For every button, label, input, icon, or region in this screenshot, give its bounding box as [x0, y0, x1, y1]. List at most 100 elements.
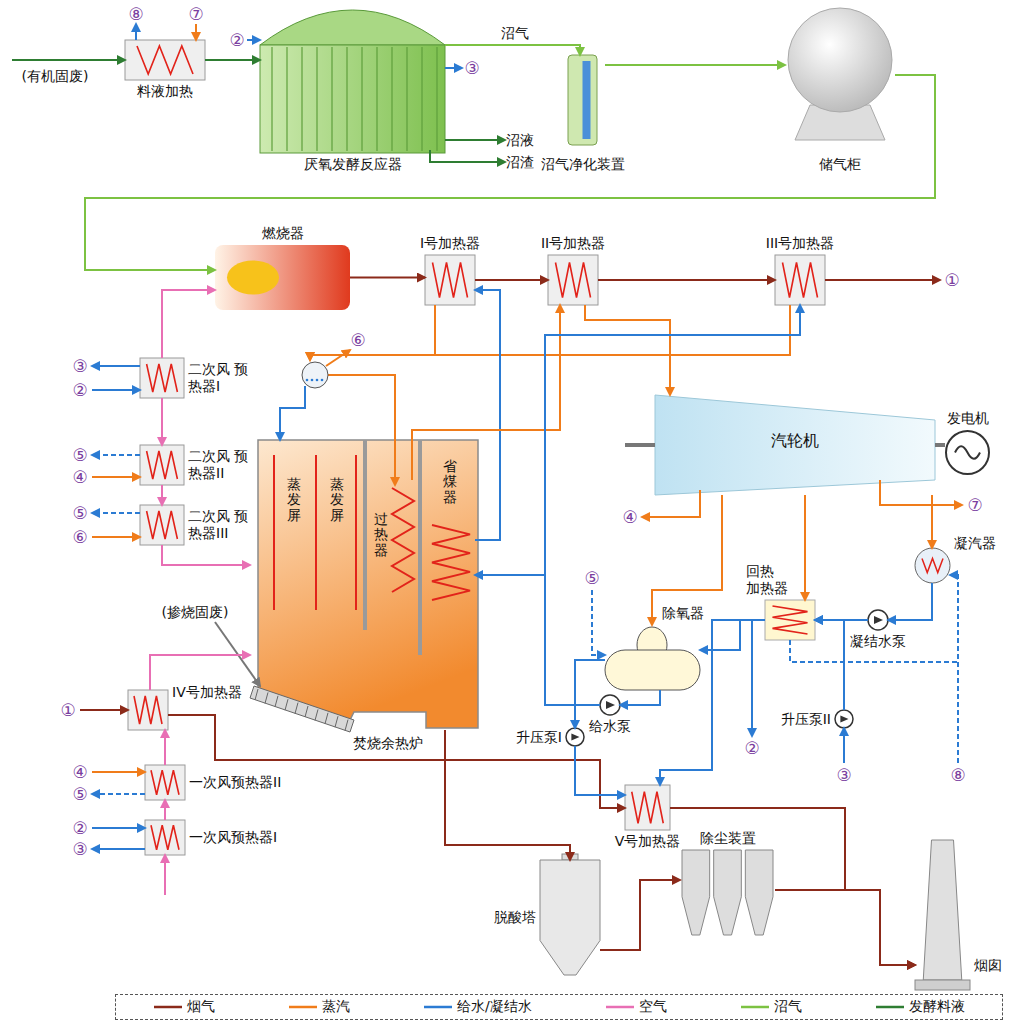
pipe-connector [815, 620, 844, 710]
pipe-line [625, 443, 655, 447]
holder-sphere [788, 8, 892, 112]
deacid-tower: 脱酸塔 [540, 860, 600, 975]
tank-rib [271, 47, 273, 151]
burner-flame [227, 261, 279, 295]
tank-rib [361, 47, 363, 151]
pipe-connector [445, 730, 570, 860]
pipe-connector [164, 730, 166, 765]
baffle-wall [363, 440, 367, 630]
pipe-line [247, 39, 260, 41]
filter-unit [682, 850, 710, 935]
heater-casing [775, 255, 825, 305]
grate-bar [265, 692, 268, 703]
pipe-connector [598, 279, 775, 281]
legend-item: 给水/凝结水 [423, 998, 532, 1016]
pipe-line [445, 139, 505, 141]
pump-arrow [606, 701, 615, 709]
evaporator-tube [355, 455, 357, 610]
legend-sample [605, 1002, 635, 1012]
heater-coil [147, 451, 178, 479]
pipe-line [135, 24, 137, 40]
pipe-connector [161, 485, 163, 505]
component-icon [125, 40, 205, 80]
component-label: 凝结水泵 [850, 633, 906, 650]
pipe-line [445, 67, 462, 69]
pipe-connector [161, 398, 163, 445]
component-icon [625, 785, 670, 830]
heat-exchanger: 一次风预热器I [145, 820, 185, 855]
heater-coil [134, 696, 162, 724]
callout-number: ② [229, 30, 244, 50]
pipe-connector [475, 279, 548, 281]
component-label: 焚烧余热炉 [353, 735, 423, 752]
callout-number: ④ [72, 762, 87, 782]
condenser: 凝汽器 [915, 548, 950, 583]
legend-sample [153, 1002, 183, 1012]
heat-exchanger: 二次风 预热器I [140, 358, 184, 398]
legend-item: 发酵料液 [875, 998, 965, 1016]
component-label: 沼气净化装置 [541, 156, 625, 173]
callout-number: ② [744, 738, 759, 758]
callout-number: ③ [72, 356, 87, 376]
component-label: 升压泵II [781, 711, 831, 728]
legend-sample [288, 1002, 318, 1012]
component-label: 一次风预热器II [189, 774, 281, 791]
gas-holder: 储气柜 [785, 5, 895, 145]
pipe-connector [804, 495, 806, 600]
economizer-coil [432, 525, 470, 600]
pipe-connector [700, 620, 765, 650]
tower-body [540, 860, 600, 975]
deaerator: 除氧器 [605, 625, 700, 690]
component-icon [945, 430, 990, 475]
pipe-layer [12, 24, 962, 895]
legend-box: 烟气蒸汽给水/凝结水空气沼气发酵料液 [115, 994, 1003, 1020]
component-label: IV号加热器 [172, 684, 242, 701]
pipe-connector [475, 575, 600, 705]
grate-bar [275, 696, 278, 707]
component-icon [868, 610, 888, 630]
heat-exchanger: III号加热器 [775, 255, 825, 305]
heater-casing [140, 358, 184, 398]
callout-number: ⑥ [72, 527, 87, 547]
legend-line [424, 1006, 452, 1009]
pipe-connector [660, 620, 765, 785]
pipe-line [92, 771, 145, 773]
legend-text: 烟气 [187, 998, 215, 1016]
pipe-connector [652, 495, 722, 625]
heater-casing [125, 40, 205, 80]
component-label: 脱酸塔 [494, 909, 536, 926]
pipe-line [326, 350, 350, 366]
pipe-line [164, 855, 166, 895]
tank-rib [316, 47, 318, 151]
component-label: 凝汽器 [954, 535, 996, 552]
chimney: 烟囱 [915, 840, 970, 990]
furnace-section: 过热器 [370, 480, 416, 590]
component-icon [605, 625, 700, 690]
legend-text: 发酵料液 [909, 998, 965, 1016]
heater-coil [137, 46, 193, 74]
pipe-connector [350, 277, 425, 279]
heat-exchanger: II号加热器 [548, 255, 598, 305]
pipe-line [843, 728, 845, 763]
component-icon [540, 860, 600, 975]
component-icon [915, 548, 950, 583]
heat-exchanger: I号加热器 [425, 255, 475, 305]
component-icon [145, 765, 185, 800]
heater-coil [151, 825, 179, 850]
tower-cap [562, 854, 578, 860]
callout-number: ③ [72, 839, 87, 859]
callout-number: ⑤ [72, 445, 87, 465]
callout-number: ⑦ [967, 495, 982, 515]
pipe-line [92, 389, 140, 391]
component-label: 给水泵 [589, 718, 631, 735]
pipe-connector [310, 305, 790, 360]
component-icon [775, 255, 825, 305]
component-label: 料液加热 [137, 83, 193, 100]
purifier-stripe [583, 61, 591, 139]
callout-number: ⑤ [72, 503, 87, 523]
legend-line [154, 1006, 182, 1009]
drum-water [321, 379, 324, 382]
condenser-coil [922, 559, 943, 573]
component-icon [140, 358, 184, 398]
